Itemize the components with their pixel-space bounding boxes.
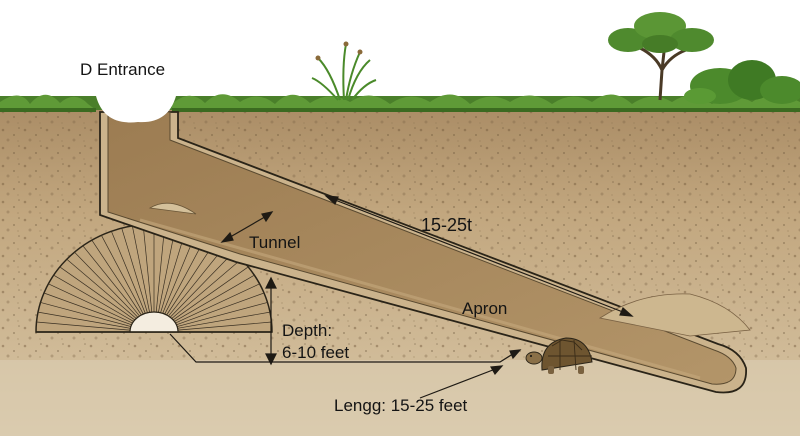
burrow-tunnel	[99, 111, 747, 394]
fan-ray	[59, 266, 136, 321]
spoil-mound	[598, 293, 751, 337]
fan-ray	[37, 311, 131, 329]
fan-ray	[174, 274, 255, 322]
fan-ray	[155, 224, 166, 313]
fan-ray	[40, 302, 132, 327]
fan-ray	[171, 258, 242, 319]
tunnel-label: Tunnel	[249, 233, 301, 252]
fan-ray	[101, 235, 144, 315]
fan-ray	[43, 292, 132, 326]
fan-ray	[176, 302, 268, 327]
fan-ray	[176, 292, 265, 326]
fan-ray	[175, 283, 260, 324]
fan-ray	[142, 224, 153, 313]
depth-value-label: 6-10 feet	[282, 343, 350, 362]
acacia-tree-icon	[608, 12, 714, 101]
fan-ray	[111, 231, 146, 314]
fan-ray	[169, 251, 234, 318]
grass-tuft-icon	[311, 41, 377, 101]
grass-surface	[0, 94, 800, 112]
measure-lines	[169, 195, 634, 399]
fan-ray	[172, 266, 249, 321]
fan-ray	[131, 225, 150, 313]
diagonal-length-label: 15-25t	[421, 215, 473, 235]
fan-ray	[53, 274, 134, 322]
fan-ray	[91, 239, 142, 316]
fan-ray	[48, 283, 133, 324]
depth-label: Depth:	[282, 321, 333, 340]
length-label: Lengg: 15-25 feet	[334, 396, 468, 415]
entrance-opening	[96, 96, 176, 123]
fan-ray	[82, 245, 140, 317]
fan-ray	[36, 321, 131, 331]
fan-ray	[66, 258, 137, 319]
entrance-label: D Entrance	[80, 60, 166, 79]
fan-ray	[177, 321, 272, 331]
tortoise-icon	[525, 337, 593, 374]
bush-icon	[684, 60, 800, 104]
fan-ray	[177, 311, 271, 329]
fan-ray	[121, 228, 148, 313]
fan-ray	[168, 245, 226, 317]
apron-label: Apron	[462, 299, 508, 318]
fan-ray	[74, 251, 139, 318]
